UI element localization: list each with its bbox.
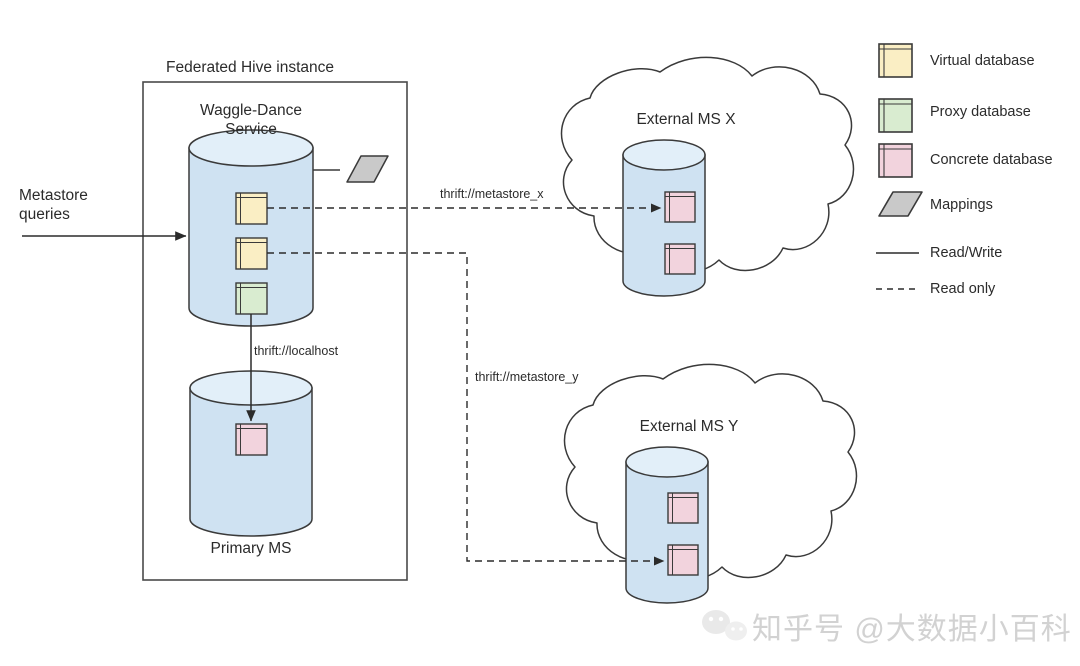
legend-label-read-write: Read/Write <box>930 245 1003 261</box>
legend-label-proxy-database: Proxy database <box>930 104 1031 120</box>
thrift-localhost-label: thrift://localhost <box>254 344 339 358</box>
external-ms-y-cylinder <box>625 446 709 604</box>
waggle-dance-service-label: Waggle-Dance Service <box>200 102 302 139</box>
legend-swatch-concrete-database <box>878 143 913 178</box>
thrift-metastore-x-label: thrift://metastore_x <box>440 187 544 201</box>
concrete-database-icon <box>667 544 699 576</box>
legend-label-virtual-database: Virtual database <box>930 53 1035 69</box>
watermark-text: 知乎号 @大数据小百科 <box>752 613 1072 646</box>
concrete-database-icon <box>235 423 268 456</box>
metastore-queries-label: Metastore queries <box>19 187 88 224</box>
external-ms-x-cloud <box>560 56 855 273</box>
concrete-database-icon <box>664 191 696 223</box>
legend-label-read-only: Read only <box>930 281 996 297</box>
mappings-icon <box>313 155 389 183</box>
federated-hive-instance-box <box>142 81 408 581</box>
concrete-database-icon <box>664 243 696 275</box>
virtual-database-icon <box>235 192 268 225</box>
external-ms-x-label: External MS X <box>636 111 736 128</box>
legend-swatch-mappings <box>878 191 923 217</box>
external-ms-y-label: External MS Y <box>639 418 739 435</box>
thrift-metastore-y-dashed-arrow <box>267 252 665 566</box>
proxy-database-icon <box>235 282 268 315</box>
thrift-metastore-y-label: thrift://metastore_y <box>475 370 579 384</box>
primary-ms-label: Primary MS <box>210 540 292 557</box>
concrete-database-icon <box>667 492 699 524</box>
legend-swatch-virtual-database <box>878 43 913 78</box>
waggle-dance-service-cylinder <box>188 129 314 327</box>
legend-swatch-proxy-database <box>878 98 913 133</box>
virtual-database-icon <box>235 237 268 270</box>
legend-label-concrete-database: Concrete database <box>930 152 1053 168</box>
federated-hive-instance-title: Federated Hive instance <box>165 59 335 76</box>
legend-label-mappings: Mappings <box>930 197 993 213</box>
watermark-chat-icon <box>702 610 747 641</box>
external-ms-y-cloud <box>563 363 858 580</box>
